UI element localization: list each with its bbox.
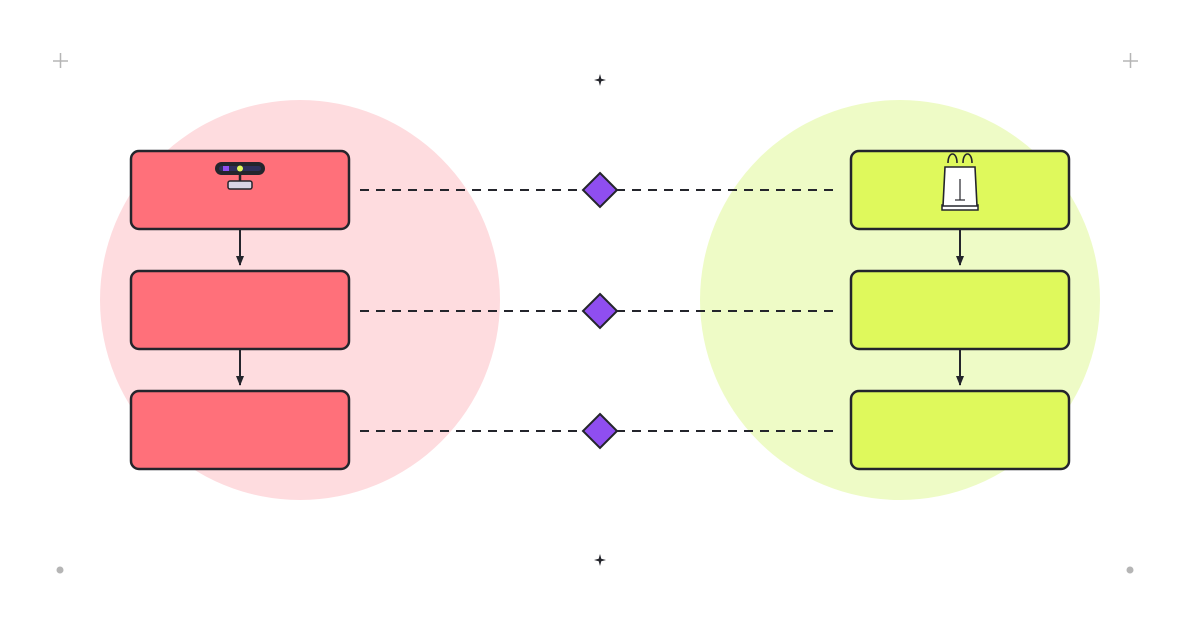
diamond-marker-3 [581, 412, 619, 450]
webcam-icon [215, 162, 265, 190]
sparkle-top [594, 74, 606, 86]
corner-dot-bottom-right [1126, 566, 1134, 574]
left-box-3 [129, 389, 351, 471]
right-box-2 [849, 269, 1071, 351]
corner-dot-bottom-left [56, 566, 64, 574]
sparkle-bottom [594, 554, 606, 566]
corner-plus-top-right [1123, 53, 1138, 68]
diamond-marker-2 [581, 292, 619, 330]
shopping-bag-icon [941, 153, 979, 211]
left-box-2 [129, 269, 351, 351]
diamond-marker-1 [581, 171, 619, 209]
left-box-1 [129, 149, 351, 231]
right-box-3 [849, 389, 1071, 471]
corner-plus-top-left [53, 53, 68, 68]
